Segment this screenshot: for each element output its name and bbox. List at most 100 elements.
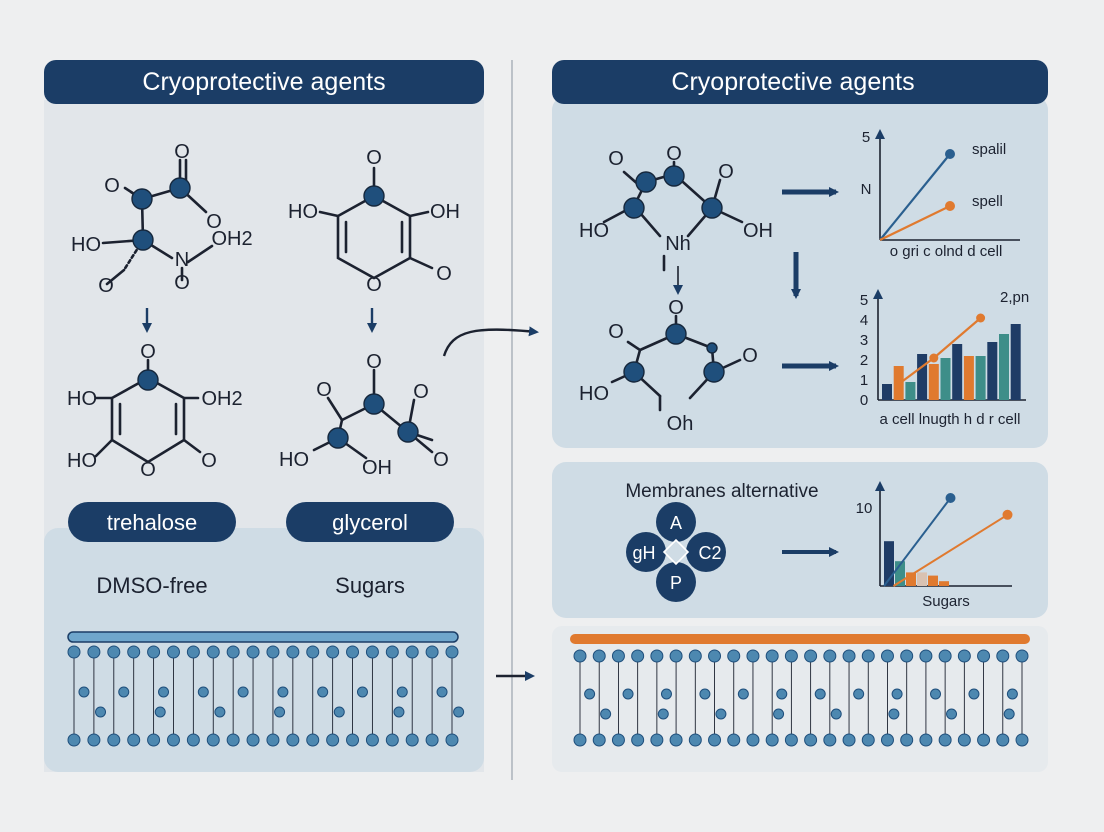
- lipid-head: [346, 733, 360, 747]
- m4-label-ho: HO: [279, 449, 309, 471]
- small-bar-6: [939, 581, 949, 586]
- m3-label-o2: O: [201, 450, 217, 472]
- m5-label-ho: HO: [579, 220, 609, 242]
- curved-arrow-icon: [442, 326, 539, 357]
- lipid-head: [938, 733, 952, 747]
- small-chart-point-2: [1002, 509, 1013, 520]
- bar-1: [882, 384, 892, 400]
- lipid-head: [631, 649, 645, 663]
- lipid-head: [385, 645, 399, 659]
- caption-sugars: Sugars: [335, 573, 405, 598]
- m5-label-oh: OH: [743, 220, 773, 242]
- right-membrane-bilayer: [573, 649, 1029, 747]
- m6-label-o2: O: [742, 345, 758, 367]
- lipid-head: [385, 733, 399, 747]
- bar-5: [928, 364, 939, 400]
- lipid-head: [842, 649, 856, 663]
- molecule-4: [312, 368, 434, 460]
- m1-label-o5: O: [98, 275, 114, 297]
- lipid-head: [445, 645, 459, 659]
- molecule-1: [101, 158, 214, 286]
- m3-label-o1: O: [140, 341, 156, 363]
- lipid-head: [611, 733, 625, 747]
- bar-3: [905, 382, 916, 400]
- lipid-head: [938, 649, 952, 663]
- lipid-head: [197, 686, 209, 698]
- lipid-head: [147, 733, 161, 747]
- m6-label-oh: Oh: [667, 413, 694, 435]
- petal-label-c2: C2: [698, 543, 721, 563]
- lipid-head: [622, 688, 634, 700]
- lipid-head: [266, 645, 280, 659]
- aqp-petal-diagram: [626, 502, 726, 602]
- m6-label-o1: O: [608, 321, 624, 343]
- m4-label-o4: O: [433, 449, 449, 471]
- lipid-head: [186, 733, 200, 747]
- right-panel-title: Cryoprotective agents: [671, 68, 914, 96]
- line-series-2: [879, 205, 951, 241]
- lipid-head: [727, 649, 741, 663]
- lipid-head: [727, 733, 741, 747]
- pill-glycerol: [286, 502, 454, 542]
- bar-10: [987, 342, 998, 400]
- lipid-head: [226, 645, 240, 659]
- molecule-2: [318, 166, 434, 280]
- lipid-head: [436, 686, 448, 698]
- right-membrane-bar: [570, 634, 1030, 644]
- small-chart-point-1: [945, 493, 956, 503]
- lipid-head: [118, 686, 130, 698]
- lipid-head: [930, 688, 942, 700]
- lipid-head: [206, 733, 220, 747]
- lipid-head: [266, 733, 280, 747]
- m1-label-o3: O: [206, 211, 222, 233]
- lipid-head: [425, 645, 439, 659]
- petal-label-gh: gH: [632, 543, 655, 563]
- lipid-head: [214, 706, 226, 718]
- lipid-head: [880, 733, 894, 747]
- left-membrane-bar: [67, 631, 459, 643]
- lipid-head: [127, 645, 141, 659]
- bar-chart-y-tick-3: 3: [860, 332, 868, 349]
- m3-label-ho1: HO: [67, 388, 97, 410]
- lipid-head: [823, 649, 837, 663]
- m3-label-o3: O: [140, 459, 156, 481]
- m4-label-o2: O: [316, 379, 332, 401]
- lipid-head: [592, 649, 606, 663]
- m2-label-o3: O: [366, 274, 382, 296]
- lipid-head: [814, 688, 826, 700]
- bar-6: [940, 358, 951, 400]
- m1-label-o1: O: [174, 141, 190, 163]
- left-panel-title: Cryoprotective agents: [142, 68, 385, 96]
- bar-12: [1010, 324, 1021, 400]
- lipid-head: [919, 649, 933, 663]
- petal-label-a: A: [670, 513, 682, 533]
- m2-label-oh: OH: [430, 201, 460, 223]
- lipid-head: [186, 645, 200, 659]
- lipid-head: [274, 706, 286, 718]
- lipid-head: [765, 649, 779, 663]
- line-chart-y-tick-n: N: [861, 181, 872, 198]
- bar-chart-y-tick-2: 2: [860, 352, 868, 369]
- lipid-head: [891, 688, 903, 700]
- left-membrane-bilayer: [67, 645, 465, 747]
- m1-label-o4: O: [174, 272, 190, 294]
- lipid-head: [600, 708, 612, 720]
- lipid-head: [246, 645, 260, 659]
- lipid-head: [306, 645, 320, 659]
- lipid-head: [326, 733, 340, 747]
- lipid-head: [611, 649, 625, 663]
- lipid-head: [246, 733, 260, 747]
- lipid-head: [880, 649, 894, 663]
- small-bar-4: [917, 572, 927, 586]
- lipid-head: [317, 686, 329, 698]
- molecule-3: [94, 358, 202, 464]
- lipid-head: [326, 645, 340, 659]
- lipid-head: [166, 733, 180, 747]
- lipid-head: [147, 645, 161, 659]
- lipid-head: [657, 708, 669, 720]
- bar-chart-trend-point-1: [894, 379, 904, 389]
- lipid-head: [823, 733, 837, 747]
